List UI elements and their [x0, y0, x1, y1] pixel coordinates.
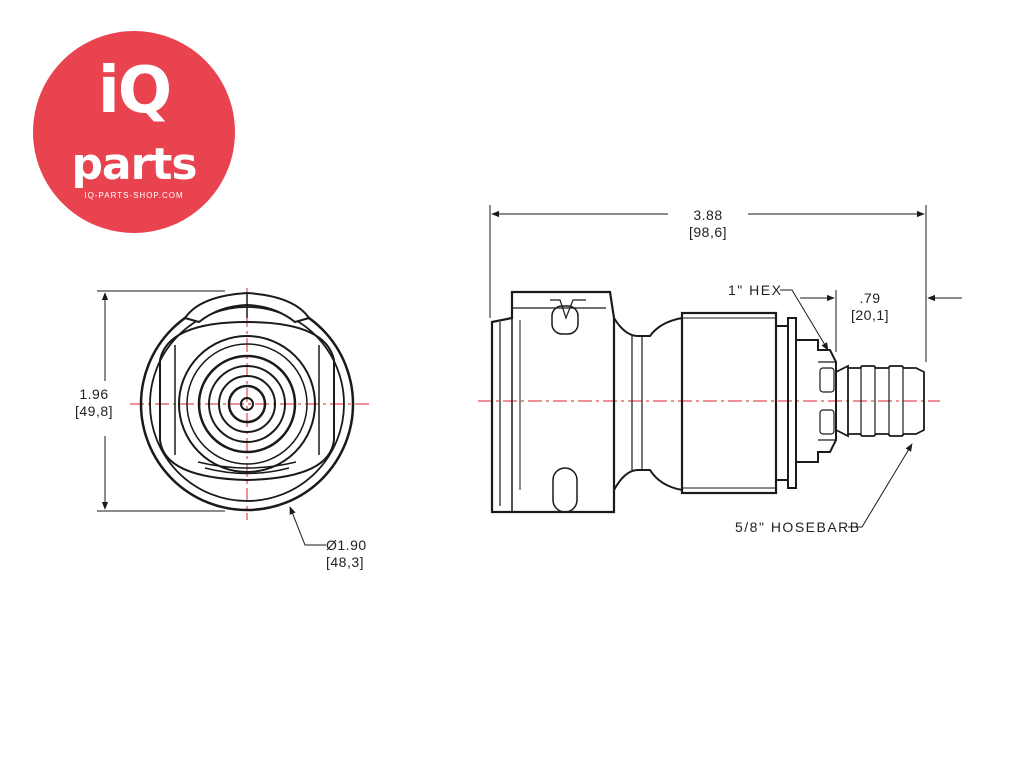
- logo-url: IQ-PARTS-SHOP.COM: [84, 191, 184, 200]
- front-ring-6: [227, 384, 267, 424]
- front-latch-tab: [183, 291, 311, 324]
- height-dimension-label: 1.96 [49,8]: [72, 386, 116, 420]
- height-in: 1.96: [79, 386, 109, 402]
- side-dimensions: [489, 205, 962, 528]
- iq-parts-logo[interactable]: iQ parts IQ-PARTS-SHOP.COM: [33, 31, 235, 233]
- diameter-dimension-label: Ø1.90 [48,3]: [326, 537, 374, 571]
- side-neck: [613, 316, 683, 492]
- height-mm: [49,8]: [74, 403, 114, 419]
- front-center-pin: [240, 397, 254, 411]
- logo-brand-top: iQ: [97, 54, 172, 128]
- side-main-body: [680, 311, 778, 495]
- side-bottom-slot: [552, 467, 578, 513]
- front-dimensions: [97, 290, 326, 546]
- side-view: [478, 290, 940, 514]
- length-in: 3.88: [693, 207, 723, 223]
- front-ring-4: [208, 365, 286, 443]
- side-step: [775, 325, 789, 481]
- length-dimension-label: 3.88 [98,6]: [676, 207, 740, 241]
- barb-length-dimension-label: .79 [20,1]: [844, 290, 896, 324]
- front-outer-ring: [139, 296, 355, 512]
- diameter-leader: [289, 506, 326, 546]
- hosebarb-label: 5/8" HOSEBARB: [735, 519, 861, 535]
- front-ring-5: [218, 375, 276, 433]
- front-view: [130, 288, 370, 520]
- hex-leader: [780, 289, 829, 351]
- diameter-in: Ø1.90: [326, 537, 367, 553]
- hex-label: 1" HEX: [728, 282, 783, 298]
- front-housing: [159, 320, 335, 482]
- front-ring-3: [197, 354, 297, 454]
- front-ring-2: [186, 343, 308, 465]
- front-ring-1: [178, 335, 316, 473]
- side-hosebarb: [835, 364, 849, 438]
- diameter-mm: [48,3]: [326, 554, 365, 570]
- logo-brand-bottom: parts: [71, 139, 197, 190]
- barb-length-in: .79: [859, 290, 881, 306]
- barb-length-mm: [20,1]: [850, 307, 890, 323]
- hosebarb-leader: [848, 443, 913, 528]
- side-latch-button: [550, 299, 586, 320]
- length-mm: [98,6]: [688, 224, 728, 240]
